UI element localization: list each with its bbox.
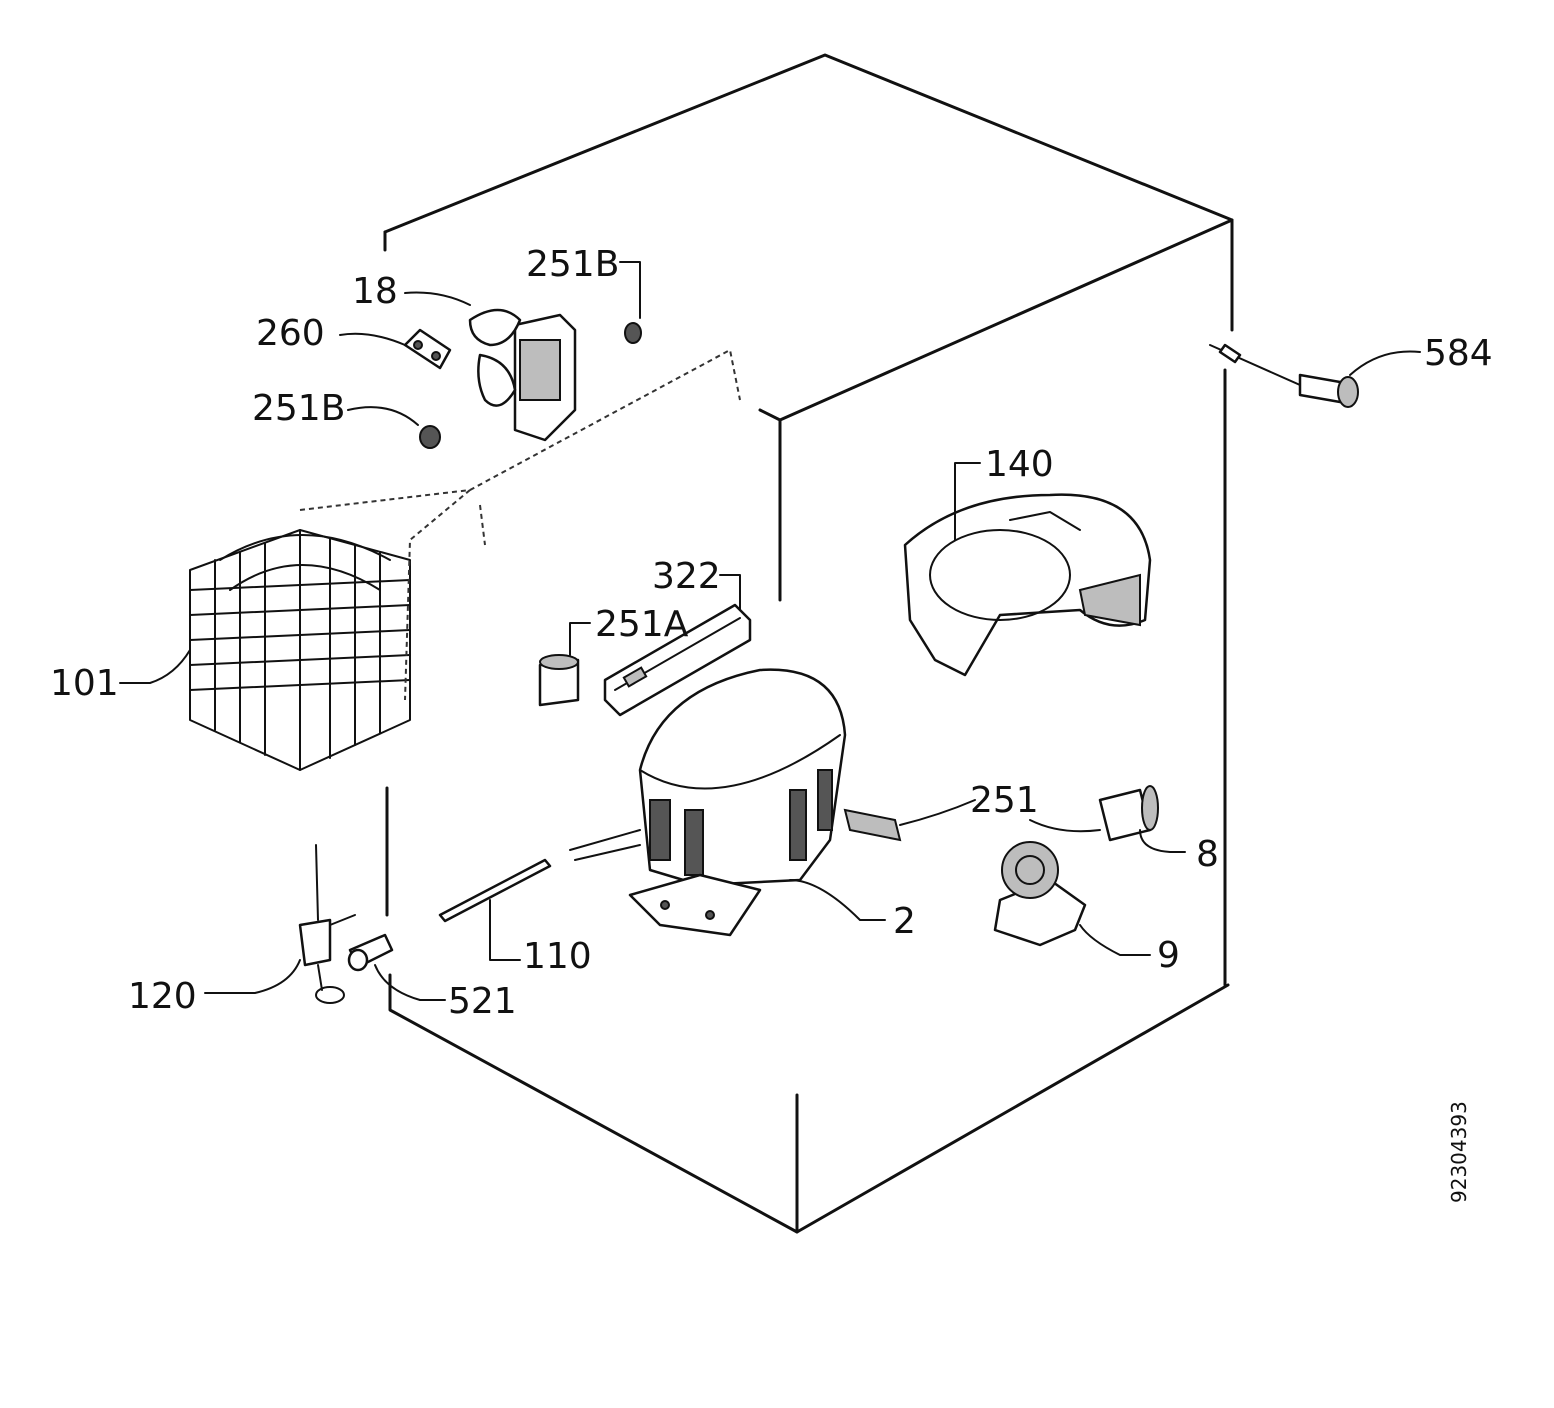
label-251a: 251A: [595, 604, 689, 645]
bracket-part-260: [403, 328, 452, 370]
tube-part-110: [438, 858, 552, 923]
label-9: 9: [1157, 935, 1180, 976]
label-120: 120: [128, 976, 197, 1017]
part-labels: 251B 18 260 251B 584 140 322 251A 101 25…: [50, 244, 1493, 1022]
valve-part-120: [298, 844, 356, 1004]
cap-part-521: [347, 933, 394, 972]
grommet-part-251b-lower: [419, 425, 441, 449]
label-101: 101: [50, 663, 119, 704]
tubing-dashed: [299, 348, 741, 701]
label-251b-top: 251B: [526, 244, 619, 285]
mounting-rail-part: [603, 603, 752, 717]
cabinet-outline: [383, 53, 1234, 1234]
label-251b-lower: 251B: [252, 388, 345, 429]
clip-part-9: [993, 841, 1087, 947]
sensor-part-584: [1209, 343, 1359, 408]
label-584: 584: [1424, 333, 1493, 374]
label-2: 2: [893, 901, 916, 942]
document-number: 92304393: [1447, 1101, 1471, 1203]
grommet-part-251: [843, 808, 902, 842]
leader-lines: [119, 261, 1421, 1001]
bushing-part-251a: [538, 654, 580, 707]
label-251: 251: [970, 780, 1039, 821]
label-521: 521: [448, 981, 517, 1022]
fan-motor-part: [468, 308, 577, 442]
label-8: 8: [1196, 834, 1219, 875]
label-322: 322: [652, 556, 721, 597]
compressor-part: [569, 668, 847, 937]
label-18: 18: [352, 271, 398, 312]
label-140: 140: [985, 444, 1054, 485]
drip-tray-part: [903, 493, 1152, 677]
relay-part-8: [1029, 785, 1159, 842]
grommet-part-251b-upper: [624, 322, 642, 344]
label-110: 110: [523, 936, 592, 977]
label-260: 260: [256, 313, 325, 354]
condenser-grid-part: [189, 529, 411, 771]
